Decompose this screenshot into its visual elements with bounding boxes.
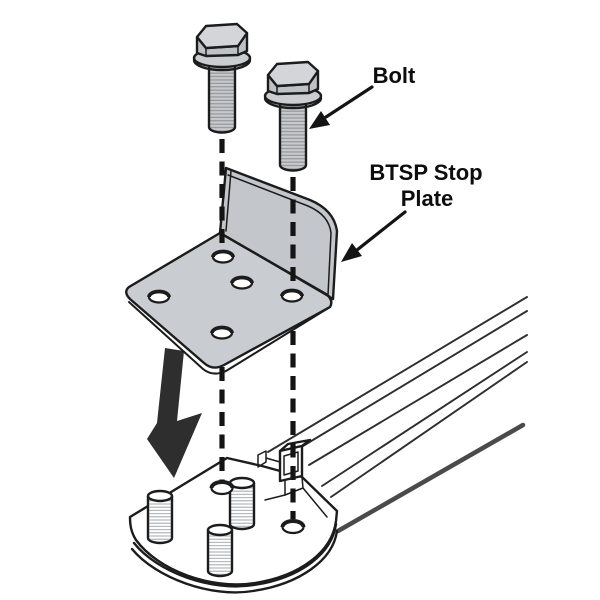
bolt-label: Bolt: [373, 63, 416, 88]
plate-thickness-line: [128, 301, 331, 375]
plate-vertical-wall: [218, 166, 339, 301]
plate-hole: [210, 325, 234, 340]
end-plate-thickness-line-2: [130, 529, 339, 594]
bolt-callout-arrowhead-icon: [309, 111, 330, 129]
stop-plate-label-line2: Plate: [401, 186, 454, 211]
bolt-callout-arrow: [309, 85, 374, 129]
rail-edge-lines: [267, 296, 528, 534]
stop-plate-callout-arrow: [341, 210, 407, 262]
mounting-track: [128, 296, 528, 594]
threaded-stud-front: [206, 523, 234, 578]
wall-thickness-line: [227, 174, 332, 296]
stop-plate-callout-arrowhead-icon: [341, 243, 362, 262]
track-hole-right: [280, 519, 306, 535]
bolt-right: [263, 60, 323, 172]
bolt-left: [192, 22, 252, 134]
rail-bottom-edge: [335, 422, 526, 534]
insert-direction-arrow: [147, 348, 202, 478]
btsp-stop-plate: [125, 166, 339, 375]
plate-hole: [230, 275, 254, 290]
plate-hole: [211, 249, 235, 264]
track-hole-left: [209, 480, 235, 496]
plate-fold-line: [219, 232, 331, 298]
plate-hole: [147, 289, 171, 304]
threaded-stud-left: [146, 489, 174, 545]
track-end-plate: [128, 438, 339, 594]
end-plate-thickness-line-1: [132, 522, 338, 588]
stop-plate-label-line1: BTSP Stop: [369, 160, 482, 185]
plate-holes: [147, 249, 304, 340]
threaded-stud-middle: [228, 476, 256, 531]
plate-hole: [280, 288, 304, 303]
plate-horizontal-flange: [125, 231, 333, 369]
